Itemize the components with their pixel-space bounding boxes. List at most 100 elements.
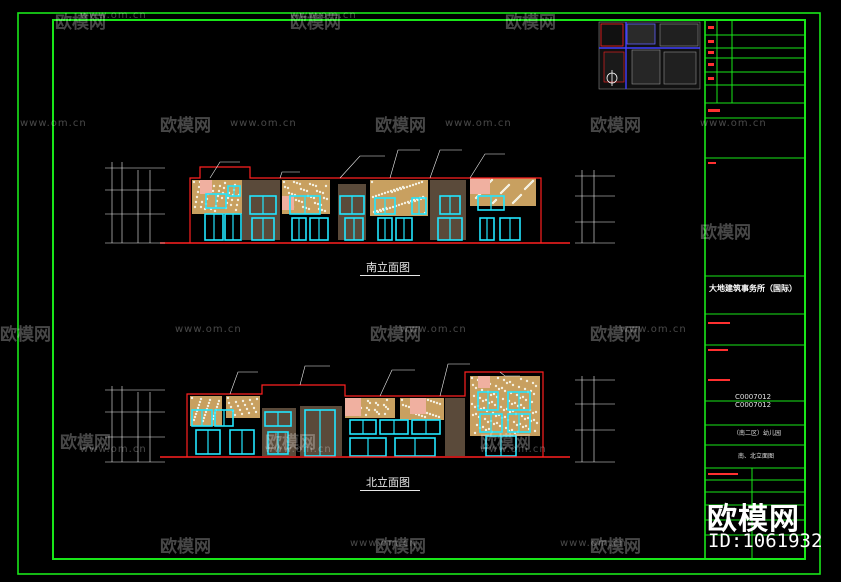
south-stone-panel-stone xyxy=(212,184,216,188)
north-stone-panel-stone xyxy=(508,410,512,414)
title-block-red-marks xyxy=(708,26,738,475)
north-stone-panel-stone xyxy=(226,396,230,400)
north-stone-panel-stone xyxy=(515,423,519,427)
south-stone-panel-stone xyxy=(323,209,327,213)
north-stone-panel-stone xyxy=(471,383,475,387)
north-stone-panel-stone xyxy=(534,384,538,388)
north-stone-panel-stone xyxy=(417,413,421,417)
south-stone-panel-stone xyxy=(405,185,409,189)
north-caption-underline xyxy=(360,490,420,491)
title-block-rules xyxy=(705,20,805,559)
north-stone-panel-stone xyxy=(207,401,211,405)
south-stone-panel-stone xyxy=(313,201,317,205)
north-stone-panel-stone xyxy=(432,400,436,404)
north-stone-panel-stone xyxy=(373,408,377,412)
north-stone-panel-stone xyxy=(428,412,432,416)
south-stone-panel-stone xyxy=(380,192,384,196)
north-stone-panel-stone xyxy=(196,406,200,410)
south-stone-panel-stone xyxy=(234,208,238,212)
north-stone-panel-stone xyxy=(426,398,430,402)
south-outline xyxy=(189,166,542,243)
south-stone-panel-stone xyxy=(320,208,324,212)
south-stone-panel-stone xyxy=(308,182,312,186)
north-stone-panel-stone xyxy=(364,413,368,417)
south-stone-panel-stone xyxy=(388,206,392,210)
north-stone-panel-stone xyxy=(523,387,527,391)
south-pink-panel xyxy=(200,180,212,194)
north-stone-panel-stone xyxy=(503,389,507,393)
north-stone-panel-stone xyxy=(245,407,249,411)
north-stone-panel-stone xyxy=(206,404,210,408)
north-stone-panel-stone xyxy=(471,413,475,417)
north-stone-panel-stone xyxy=(487,427,491,431)
south-stone-panel-stone xyxy=(194,200,198,204)
north-dark-panel xyxy=(445,398,465,456)
south-stone-panel-stone xyxy=(403,201,407,205)
south-stone-panel-stone xyxy=(391,205,395,209)
north-stone-panel-stone xyxy=(227,401,231,405)
south-stone-panel-stone xyxy=(297,199,301,203)
south-stone-panel-stone xyxy=(295,181,299,185)
south-stone-panel-stone xyxy=(325,197,329,201)
south-stone-panel-stone xyxy=(383,191,387,195)
north-stone-panel-stone xyxy=(480,388,484,392)
south-stone-panel-stone xyxy=(381,207,385,211)
north-stone-panel-stone xyxy=(515,393,519,397)
south-stone-panel-stone xyxy=(216,194,220,198)
north-stone-panel-stone xyxy=(252,406,256,410)
outer-frame xyxy=(17,12,821,575)
south-stone-panel-stone xyxy=(193,205,197,209)
south-stone-panel-stone xyxy=(300,200,304,204)
north-stone-panel-stone xyxy=(510,428,514,432)
north-stone-panel-stone xyxy=(498,424,502,428)
north-stone-panel-stone xyxy=(247,411,251,415)
south-stone-panel-stone xyxy=(287,191,291,195)
north-stone-panel-stone xyxy=(217,399,221,403)
north-stone-panel-stone xyxy=(384,405,388,409)
north-stone-panel-stone xyxy=(250,402,254,406)
south-stone-panel-stone xyxy=(316,202,320,206)
south-stone-panel-stone xyxy=(220,196,224,200)
north-stone-panel-stone xyxy=(500,386,504,390)
north-stone-panel-stone xyxy=(431,413,435,417)
north-stone-panel-stone xyxy=(254,410,258,414)
north-leaders xyxy=(229,363,520,397)
north-stone-panel-stone xyxy=(481,425,485,429)
south-stone-panel-stone xyxy=(311,183,315,187)
title-block-frame xyxy=(704,19,806,560)
north-stone-panel-stone xyxy=(478,396,482,400)
north-stone-panel-stone xyxy=(376,403,380,407)
south-stone-panel-stone xyxy=(370,180,374,184)
south-stone-panel-stone xyxy=(398,186,402,190)
south-stone-panel-stone xyxy=(491,201,495,205)
south-stone-panel-stone xyxy=(195,195,199,199)
north-stone-panel-stone xyxy=(510,402,514,406)
north-stone-panel-stone xyxy=(490,400,494,404)
north-stone-panel-stone xyxy=(513,401,517,405)
north-stone-panel-stone xyxy=(420,414,424,418)
south-stone-panel-stone xyxy=(222,186,226,190)
south-stone-panel-stone xyxy=(315,189,319,193)
south-stone-panel-stone xyxy=(420,180,424,184)
north-stone-panel-stone xyxy=(438,402,442,406)
north-stone-panel-stone xyxy=(493,403,497,407)
north-stone-panel-stone xyxy=(474,412,478,416)
north-stone-panel-stone xyxy=(482,406,486,410)
north-stone-panel-stone xyxy=(532,418,536,422)
south-stone-panel-stone xyxy=(217,189,221,193)
sheet-code-bottom: C0007012 xyxy=(735,401,772,409)
north-stone-panel-stone xyxy=(204,410,208,414)
north-stone-panel-stone xyxy=(530,400,534,404)
north-stone-panel-stone xyxy=(494,384,498,388)
south-stone-panel-stone xyxy=(371,195,375,199)
north-stone-panel-stone xyxy=(229,405,233,409)
north-elevation-caption: 北立面图 xyxy=(366,476,410,489)
north-stone-panel-stone xyxy=(385,398,389,402)
north-stone-panel-stone xyxy=(208,398,212,402)
south-stone-panel-stone xyxy=(290,192,294,196)
north-stone-panel-stone xyxy=(400,398,404,402)
key-plan xyxy=(598,21,701,90)
north-stone-panel-stone xyxy=(429,399,433,403)
